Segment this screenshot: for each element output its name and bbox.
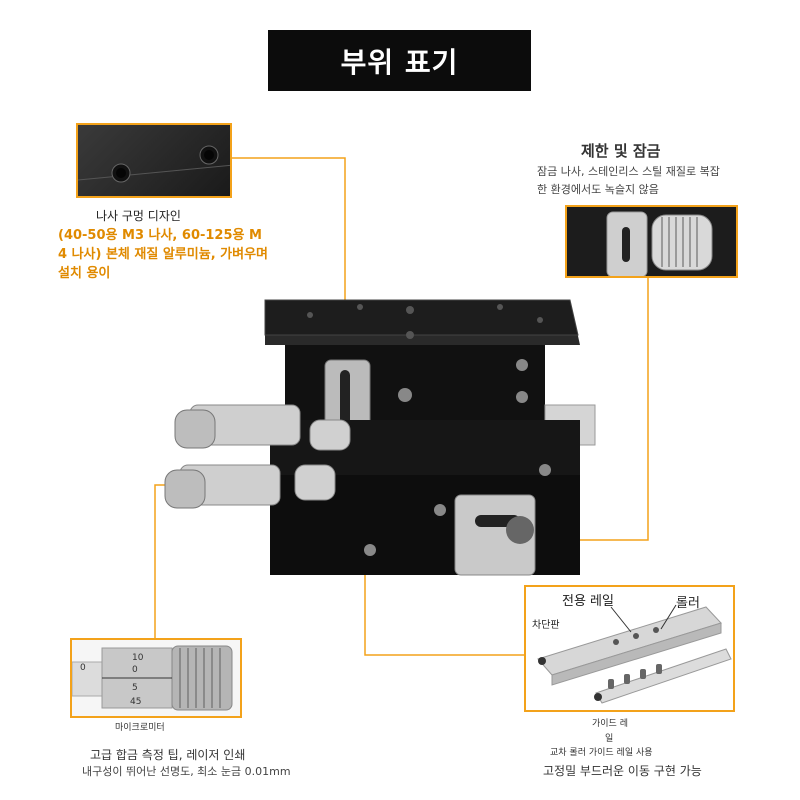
screw-hole-inset (76, 123, 232, 198)
guide-rail-caption-line1: 가이드 레 (592, 719, 628, 729)
guide-rail-desc: 고정밀 부드러운 이동 구현 가능 (543, 764, 702, 778)
guide-rail-caption-line3: 교차 롤러 가이드 레일 사용 (550, 748, 653, 758)
title-banner: 부위 표기 (268, 30, 531, 91)
lock-desc-line2: 한 환경에서도 녹슬지 않음 (537, 183, 659, 196)
micrometer-caption: 마이크로미터 (115, 723, 165, 733)
lock-screw-illustration (606, 211, 713, 276)
micrometer-inset: 0 10 0 5 45 (70, 638, 242, 718)
guide-rail-caption-line2: 일 (605, 734, 614, 744)
page-title: 부위 표기 (340, 45, 459, 79)
xy-stage-illustration (164, 299, 596, 576)
micrometer-desc-line2: 내구성이 뛰어난 선명도, 최소 눈금 0.01mm (82, 765, 291, 778)
rail-label: 전용 레일 (562, 594, 614, 609)
micrometer-scale-label: 5 (132, 683, 138, 693)
micrometer-scale-label: 0 (132, 665, 138, 675)
micrometer-desc-line1: 고급 합금 측정 팁, 레이저 인쇄 (90, 748, 246, 762)
lock-inset (565, 205, 738, 278)
lock-desc-line1: 잠금 나사, 스테인리스 스틸 재질로 복잡 (537, 165, 720, 178)
micrometer-scale-label: 0 (80, 663, 86, 673)
guide-rail-inset (524, 585, 735, 712)
screw-hole-desc: (40-50용 M3 나사, 60-125용 M 4 나사) 본체 재질 알루미… (58, 228, 268, 281)
screw-hole-heading: 나사 구멍 디자인 (96, 209, 181, 223)
roller-label: 롤러 (676, 596, 700, 611)
guide-rail-illustration (537, 604, 732, 704)
lock-heading: 제한 및 잠금 (581, 142, 661, 160)
micrometer-scale-label: 10 (132, 653, 144, 663)
screw-hole-illustration (78, 145, 230, 183)
micrometer-scale-label: 45 (130, 697, 141, 707)
micrometer-illustration: 0 10 0 5 45 (72, 645, 233, 711)
stopper-label: 차단판 (532, 620, 560, 631)
